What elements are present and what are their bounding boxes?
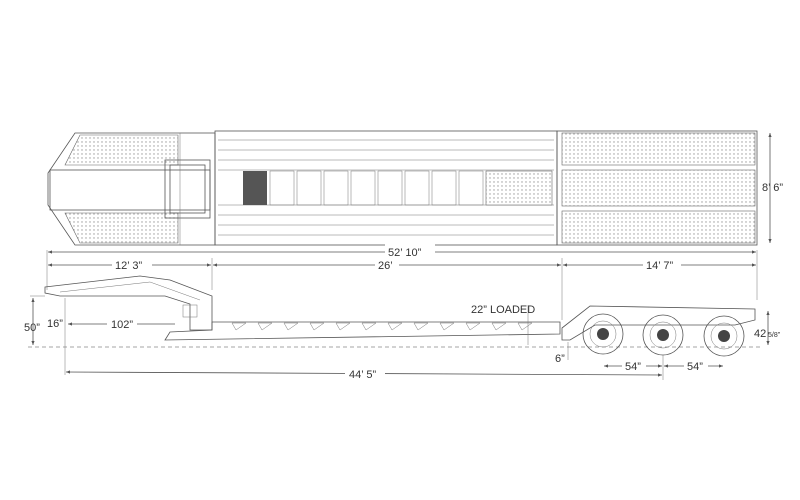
rear-deck-height-label: 42 (754, 328, 766, 340)
gooseneck-length-label: 12’ 3” (115, 260, 142, 272)
rear-length-label: 14’ 7” (646, 260, 673, 272)
gooseneck-height-label: 50” (24, 322, 40, 334)
wheels (582, 313, 745, 357)
swing-clearance-label: 102” (111, 319, 133, 331)
ground-clearance-label: 6” (555, 353, 565, 365)
deck-length-label: 26’ (378, 260, 393, 272)
kingpin-setback-label: 16” (47, 318, 63, 330)
top-view: 8’ 6” (47, 130, 783, 246)
deck-outriggers (231, 322, 533, 331)
side-view: 50” 16” 102” 22” LOADED 6” 42 5/8” 54” 5… (24, 275, 781, 381)
deck-height-label: 22” LOADED (471, 304, 535, 316)
kingpin-to-axle-label: 44’ 5” (349, 369, 376, 381)
rear-deck-height-fraction: 5/8” (768, 332, 781, 339)
overall-length-label: 52’ 10” (388, 247, 422, 259)
width-label: 8’ 6” (762, 182, 783, 194)
axle-spacing-2-label: 54” (687, 361, 703, 373)
axle-spacing-1-label: 54” (625, 361, 641, 373)
length-dimensions: 52’ 10” 12’ 3” 26’ 14’ 7” (46, 244, 758, 320)
